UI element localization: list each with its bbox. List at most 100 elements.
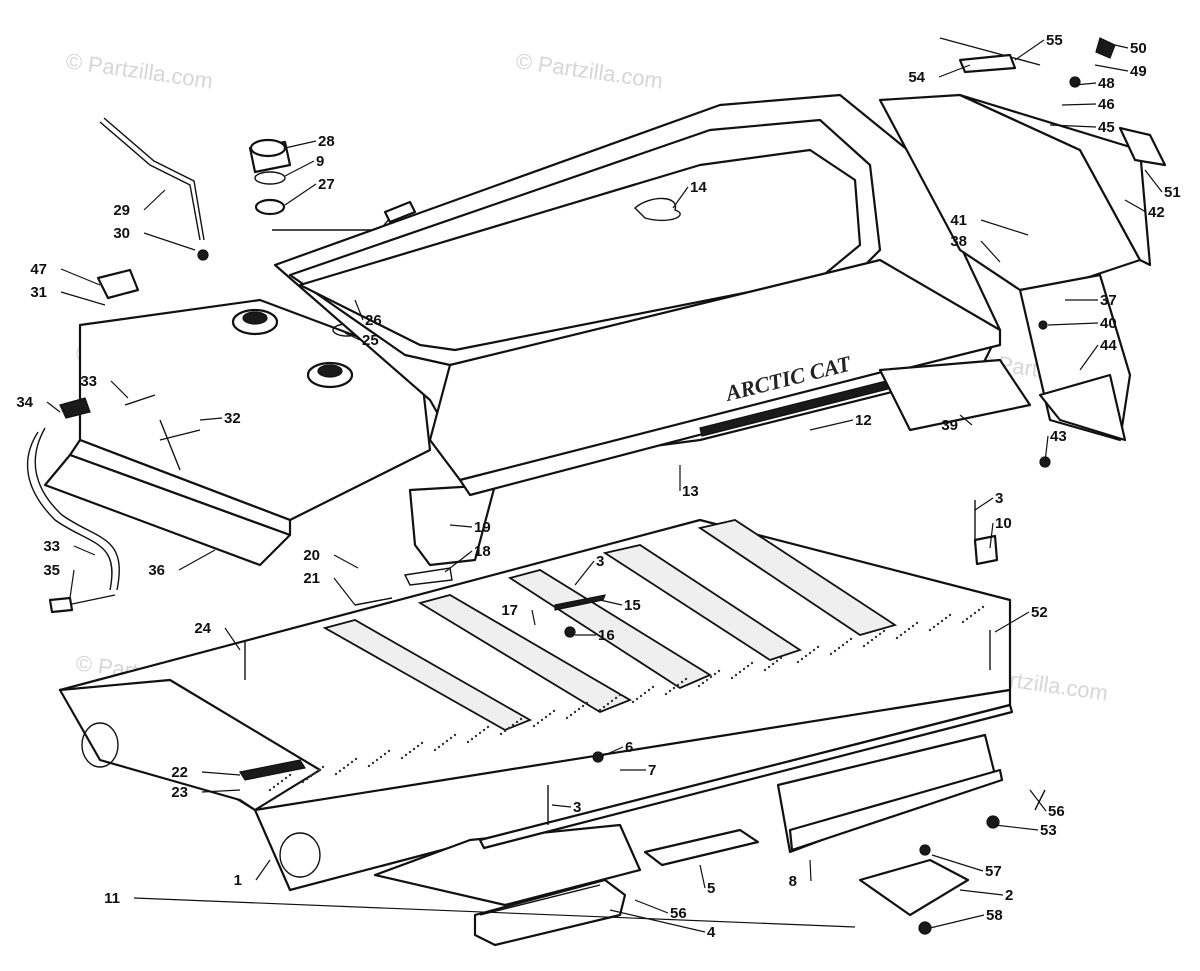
callout-number[interactable]: 3 <box>995 490 1003 507</box>
rivet-dot <box>779 656 783 660</box>
callout-number[interactable]: 7 <box>648 762 656 779</box>
rivet-dot <box>540 718 544 722</box>
callout-number[interactable]: 4 <box>707 924 716 941</box>
callout-number[interactable]: 27 <box>318 176 335 193</box>
callout-leader-line <box>931 854 984 872</box>
rivet-dot <box>544 715 548 719</box>
callout-number[interactable]: 39 <box>941 417 958 434</box>
callout-number[interactable]: 32 <box>224 410 241 427</box>
callout-number[interactable]: 20 <box>303 547 320 564</box>
rivet-dot <box>515 720 519 724</box>
callout-number[interactable]: 28 <box>318 133 335 150</box>
rivet-dot <box>354 757 358 761</box>
callout-number[interactable]: 40 <box>1100 315 1117 332</box>
callout-number[interactable]: 49 <box>1130 63 1147 80</box>
callout-number[interactable]: 53 <box>1040 822 1057 839</box>
rivet-dot <box>284 776 288 780</box>
callout-leader-line <box>199 417 223 421</box>
rivet-dot <box>350 760 354 764</box>
callout-number[interactable]: 41 <box>950 212 967 229</box>
callout-number[interactable]: 37 <box>1100 292 1117 309</box>
callout-number[interactable]: 33 <box>80 373 97 390</box>
rivet-dot <box>915 621 919 625</box>
callout-number[interactable]: 55 <box>1046 32 1063 49</box>
callout-number[interactable]: 13 <box>682 483 699 500</box>
callout-number[interactable]: 25 <box>362 332 379 349</box>
callout-number[interactable]: 16 <box>598 627 615 644</box>
callout-number[interactable]: 9 <box>316 153 324 170</box>
callout-number[interactable]: 43 <box>1050 428 1067 445</box>
callout-number[interactable]: 44 <box>1100 337 1117 354</box>
callout-number[interactable]: 56 <box>1048 803 1065 820</box>
callout-number[interactable]: 5 <box>707 880 715 897</box>
callout-number[interactable]: 6 <box>625 739 633 756</box>
callout-leader-line <box>980 219 1029 236</box>
rivet-dot <box>433 748 437 752</box>
callout-leader-line <box>1047 322 1099 326</box>
callout-number[interactable]: 8 <box>789 873 797 890</box>
callout-number[interactable]: 33 <box>43 538 60 555</box>
callout-leader-line <box>1124 199 1147 213</box>
callout-number[interactable]: 15 <box>624 597 641 614</box>
rivet-dot <box>932 625 936 629</box>
callout-number[interactable]: 42 <box>1148 204 1165 221</box>
rivet-dot <box>911 624 915 628</box>
callout-leader-line <box>1074 82 1097 86</box>
callout-number[interactable]: 10 <box>995 515 1012 532</box>
rivet-dot <box>548 712 552 716</box>
callout-number[interactable]: 57 <box>985 863 1002 880</box>
callout-number[interactable]: 26 <box>365 312 382 329</box>
callout-leader-line <box>201 771 241 776</box>
rivet-dot <box>701 681 705 685</box>
callout-number[interactable]: 47 <box>30 261 47 278</box>
rivet-dot <box>643 691 647 695</box>
callout-leader-line <box>989 522 994 549</box>
rivet-dot <box>742 667 746 671</box>
callout-number[interactable]: 23 <box>171 784 188 801</box>
callout-leader-line <box>599 746 624 758</box>
callout-leader-line <box>333 554 359 569</box>
rivet-dot <box>342 766 346 770</box>
rivet-dot <box>849 637 853 641</box>
callout-leader-line <box>929 914 985 929</box>
callout-number[interactable]: 50 <box>1130 40 1147 57</box>
callout-number[interactable]: 36 <box>148 562 165 579</box>
rivet-dot <box>379 755 383 759</box>
callout-leader-line <box>333 577 356 606</box>
callout-number[interactable]: 35 <box>43 562 60 579</box>
callout-number[interactable]: 1 <box>234 872 242 889</box>
callout-number[interactable]: 58 <box>986 907 1003 924</box>
rivet-dot <box>775 659 779 663</box>
rivet-dot <box>981 605 985 609</box>
callout-leader-line <box>133 897 856 928</box>
callout-number[interactable]: 29 <box>113 202 130 219</box>
callout-number[interactable]: 38 <box>950 233 967 250</box>
callout-number[interactable]: 19 <box>474 519 491 536</box>
rivet-dot <box>301 780 305 784</box>
callout-number[interactable]: 3 <box>596 553 604 570</box>
callout-number[interactable]: 46 <box>1098 96 1115 113</box>
callout-number[interactable]: 51 <box>1164 184 1181 201</box>
rivet-dot <box>470 737 474 741</box>
callout-number[interactable]: 11 <box>104 890 120 907</box>
callout-number[interactable]: 56 <box>670 905 687 922</box>
callout-number[interactable]: 12 <box>855 412 872 429</box>
callout-number[interactable]: 54 <box>908 69 925 86</box>
callout-leader-line <box>609 909 706 933</box>
callout-number[interactable]: 17 <box>501 602 518 619</box>
callout-number[interactable]: 14 <box>690 179 707 196</box>
callout-number[interactable]: 3 <box>573 799 581 816</box>
callout-number[interactable]: 45 <box>1098 119 1115 136</box>
callout-number[interactable]: 48 <box>1098 75 1115 92</box>
callout-number[interactable]: 30 <box>113 225 130 242</box>
callout-number[interactable]: 31 <box>30 284 47 301</box>
callout-number[interactable]: 22 <box>171 764 188 781</box>
callout-number[interactable]: 2 <box>1005 887 1013 904</box>
callout-number[interactable]: 34 <box>16 394 33 411</box>
callout-number[interactable]: 52 <box>1031 604 1048 621</box>
callout-number[interactable]: 24 <box>194 620 211 637</box>
callout-number[interactable]: 21 <box>303 570 320 587</box>
callout-number[interactable]: 18 <box>474 543 491 560</box>
rivet-dot <box>618 693 622 697</box>
